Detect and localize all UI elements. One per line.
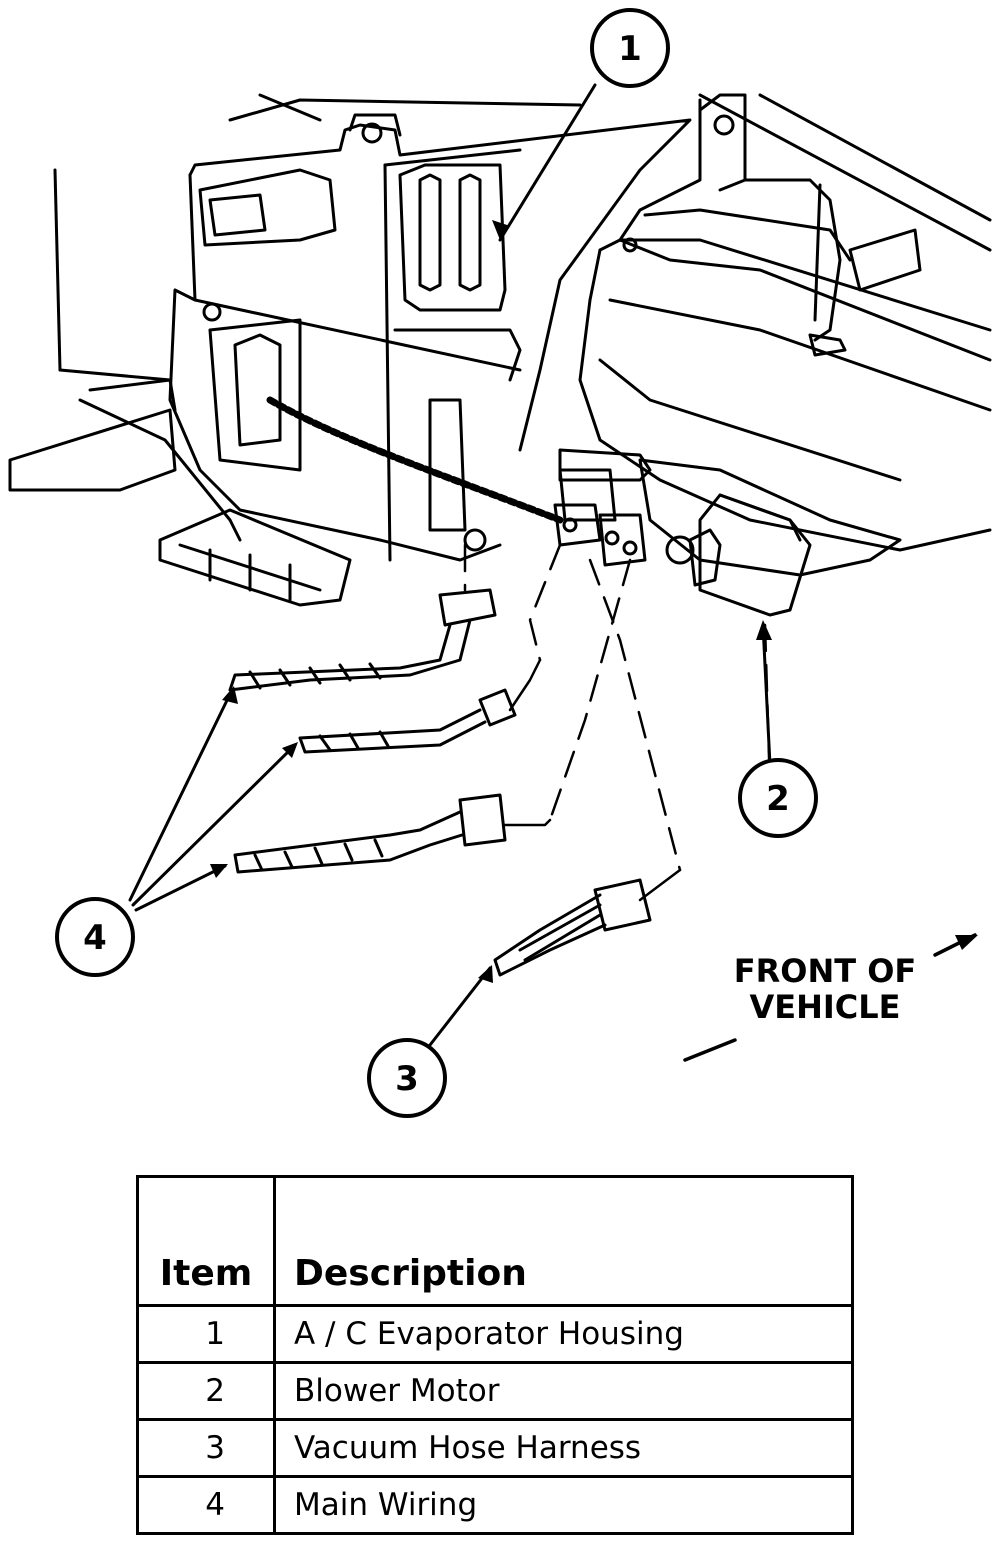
legend-header-description: Description <box>273 1175 854 1307</box>
legend-row: 3 Vacuum Hose Harness <box>136 1418 854 1478</box>
component-diagram: 1 2 3 4 FRONT OF VEHICLE <box>8 8 992 1118</box>
front-direction-arrow <box>683 933 977 1062</box>
callout-2-label: 2 <box>766 779 790 819</box>
legend-row: 2 Blower Motor <box>136 1361 854 1421</box>
callout-1-label: 1 <box>618 29 642 69</box>
legend-item-description: Vacuum Hose Harness <box>273 1418 854 1478</box>
harness-connectors <box>553 468 647 567</box>
wire-to-connector-4c <box>503 818 552 827</box>
callout-3: 3 <box>367 1038 447 1118</box>
legend-header-row: Item Description <box>136 1175 854 1307</box>
callout-4-label: 4 <box>83 918 107 958</box>
callout-1: 1 <box>590 8 670 88</box>
legend-item-description: Main Wiring <box>273 1475 854 1535</box>
main-wiring-harness-lower <box>233 793 507 874</box>
leader-lines <box>128 83 772 1047</box>
vacuum-hose-harness <box>493 878 652 977</box>
front-of-vehicle-line2: VEHICLE <box>749 988 900 1026</box>
blower-motor <box>665 493 812 617</box>
legend-item-number: 2 <box>136 1361 276 1421</box>
legend-item-number: 1 <box>136 1304 276 1364</box>
blower-scroll-housing <box>558 93 992 577</box>
wire-to-connector-4b <box>508 658 542 712</box>
callout-3-label: 3 <box>395 1059 419 1099</box>
housing-wire <box>266 396 564 524</box>
legend-item-description: A / C Evaporator Housing <box>273 1304 854 1364</box>
parts-legend-table: Item Description 1 A / C Evaporator Hous… <box>136 1175 854 1535</box>
legend-row: 4 Main Wiring <box>136 1475 854 1535</box>
legend-row: 1 A / C Evaporator Housing <box>136 1304 854 1364</box>
legend-header-item: Item <box>136 1175 276 1307</box>
air-duct <box>8 378 352 607</box>
front-of-vehicle-line1: FRONT OF <box>734 952 917 990</box>
legend-item-description: Blower Motor <box>273 1361 854 1421</box>
evaporator-housing <box>168 113 692 562</box>
arrowheads <box>210 220 978 983</box>
main-wiring-harness-upper <box>228 588 497 692</box>
main-wiring-harness-middle <box>298 688 517 754</box>
callout-4: 4 <box>55 897 135 977</box>
legend-item-number: 3 <box>136 1418 276 1478</box>
callout-2: 2 <box>738 758 818 838</box>
wire-to-connector-3 <box>638 868 682 902</box>
background-panel-lines <box>53 93 992 382</box>
legend-item-number: 4 <box>136 1475 276 1535</box>
